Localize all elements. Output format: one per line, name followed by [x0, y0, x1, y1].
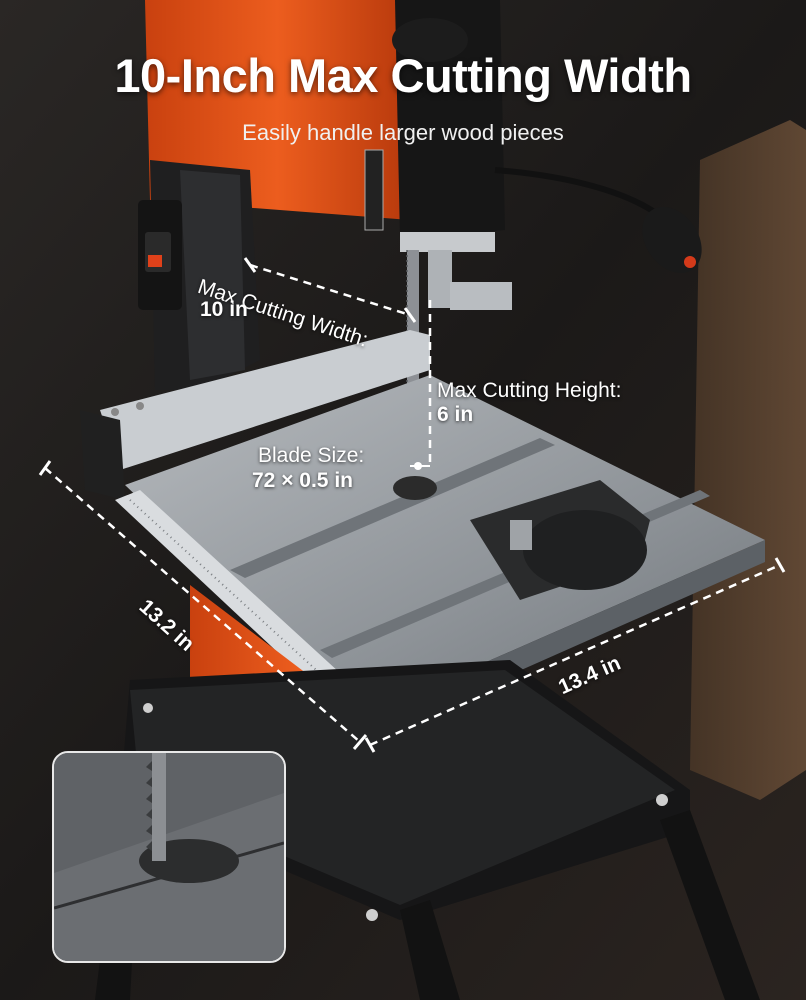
blade-marker: [414, 462, 422, 470]
blade-size-value: 72 × 0.5 in: [252, 469, 353, 492]
subheadline: Easily handle larger wood pieces: [242, 120, 564, 145]
max-cutting-height-value: 6 in: [437, 403, 474, 426]
max-cutting-height-label: Max Cutting Height:: [437, 379, 622, 402]
blade-closeup-inset: [52, 751, 286, 963]
headline: 10-Inch Max Cutting Width: [114, 49, 692, 102]
blade-size-label: Blade Size:: [258, 444, 365, 467]
max-cutting-width-value: 10 in: [200, 298, 248, 321]
blade-closeup-icon: [54, 753, 284, 961]
table-width-dimension-line: [369, 563, 781, 747]
